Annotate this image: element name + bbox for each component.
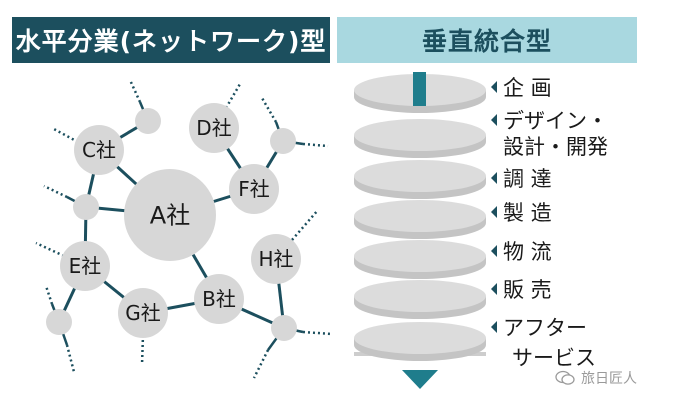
- node-b: [194, 274, 244, 324]
- node-c: [74, 125, 124, 175]
- stack-disc-top-3: [354, 200, 486, 232]
- network-stub-dots-8: [44, 285, 54, 305]
- step-marker-5: [491, 283, 497, 295]
- vertical-title: 垂直統合型: [337, 17, 637, 63]
- stack-arrow-shaft: [413, 72, 426, 106]
- network-stub-dots-5: [43, 184, 68, 199]
- network-stub-dots-3: [260, 97, 278, 123]
- network-joint-j1: [135, 108, 161, 134]
- step-label-2: 調 達: [503, 167, 552, 191]
- step-marker-1: [491, 114, 497, 126]
- network-joint-j4: [46, 309, 72, 335]
- stack-disc-top-6: [354, 322, 486, 354]
- stack-disc-top-5: [354, 280, 486, 312]
- network-stub-dots-7: [35, 241, 65, 258]
- node-g: [118, 288, 168, 338]
- watermark: 旅日匠人: [555, 363, 675, 393]
- step-label-0: 企 画: [503, 76, 552, 100]
- node-a-label: A社: [150, 202, 190, 230]
- node-d-label: D社: [196, 116, 231, 140]
- chat-bubbles-icon: [555, 370, 575, 385]
- network-stub-dots-2: [224, 83, 242, 109]
- step-marker-2: [491, 172, 497, 184]
- stack-arrow-head: [402, 370, 438, 389]
- step-label-1-line-1: 設計・開発: [503, 135, 608, 159]
- network-stub-dots-6: [291, 209, 319, 241]
- step-label-6-line-1: サービス: [512, 346, 596, 370]
- network-joint-j2: [73, 194, 99, 220]
- node-f-label: F社: [238, 177, 270, 201]
- node-a: [124, 169, 216, 261]
- node-d: [189, 103, 239, 153]
- horizontal-title: 水平分業(ネットワーク)型: [12, 17, 330, 63]
- node-b-label: B社: [202, 287, 236, 311]
- step-marker-0: [491, 81, 497, 93]
- node-g-label: G社: [125, 301, 161, 325]
- node-h-label: H社: [258, 247, 293, 271]
- watermark-text: 旅日匠人: [581, 371, 637, 387]
- step-label-4: 物 流: [503, 240, 552, 264]
- stack-disc-top-4: [354, 240, 486, 272]
- network-stub-dots-0: [128, 79, 142, 103]
- network-stub-dots-9: [65, 344, 76, 373]
- step-label-6-line-0: アフター: [503, 316, 587, 340]
- network-stub-dots-4: [302, 142, 329, 148]
- stack-disc-top-2: [354, 160, 486, 192]
- network-stub-dots-12: [302, 330, 333, 336]
- network-joint-j3: [270, 128, 296, 154]
- network-diagram: A社 B社 C社 D社 E社 F社 G社 H社: [35, 79, 333, 379]
- node-e: [60, 241, 110, 291]
- step-label-1-line-0: デザイン・: [503, 109, 608, 133]
- node-e-label: E社: [69, 254, 102, 278]
- network-stub-dots-10: [140, 334, 145, 366]
- node-c-label: C社: [82, 138, 116, 162]
- step-marker-4: [491, 245, 497, 257]
- network-stub-dots-11: [252, 349, 270, 379]
- step-marker-3: [491, 206, 497, 218]
- network-joint-j5: [271, 315, 297, 341]
- step-marker-6: [491, 321, 497, 333]
- node-h: [251, 234, 301, 284]
- step-label-5: 販 売: [503, 278, 552, 302]
- network-stub-dots-1: [51, 126, 79, 144]
- stack-disc-top-1: [354, 119, 486, 151]
- node-f: [229, 164, 279, 214]
- step-label-3: 製 造: [503, 201, 552, 225]
